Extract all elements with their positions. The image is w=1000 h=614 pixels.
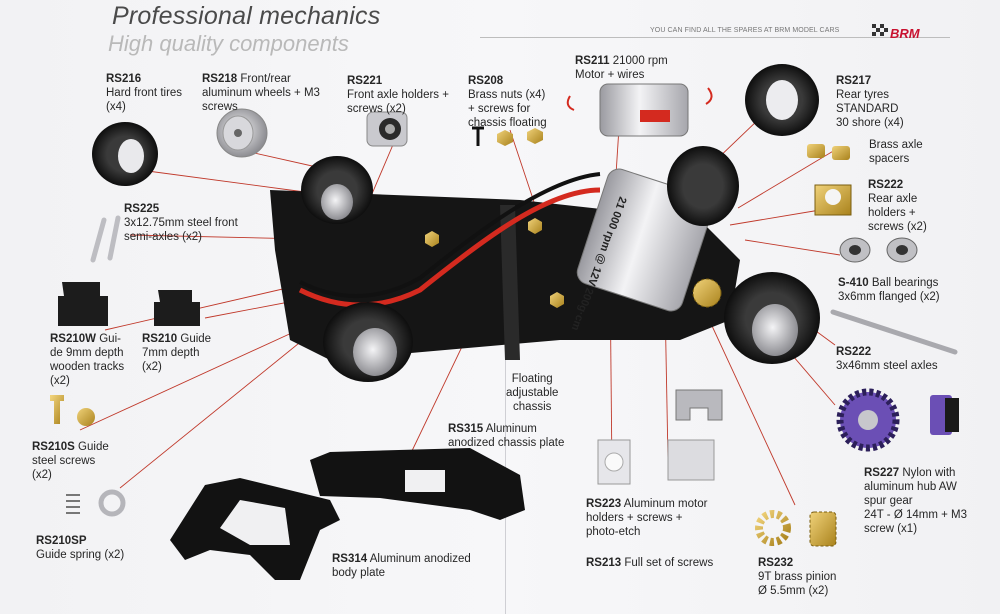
rs223-motor-holder-icon [597,389,723,485]
label-rs227: RS227 Nylon with aluminum hub AW spur ge… [864,467,968,535]
rs211-motor-icon [566,83,713,137]
rs216-front-tire-icon [92,122,158,186]
rs218-aluminum-wheel-icon [216,108,268,158]
page-subtitle: High quality components [108,31,349,56]
label-rs223: RS223 Aluminum motor holders + screws + … [586,498,708,538]
label-floating-chassis: Floating adjustable chassis [506,373,559,413]
label-rs211: RS211 21000 rpm Motor + wires [575,55,668,81]
label-rs210: RS210 Guide 7mm depth (x2) [142,333,212,373]
spares-banner: YOU CAN FIND ALL THE SPARES AT BRM MODEL… [650,27,840,34]
label-rs314: RS314 Aluminum anodized body plate [332,553,471,579]
rs221-axle-holder-icon [366,111,408,147]
page-fold [505,230,506,614]
rs222-axle-holder-icon [814,184,852,216]
main-chassis-assembly: 21 000 rpm @ 12V 200g·cm [270,146,820,382]
brm-logo-text: BRM [890,26,920,41]
label-rs210w: RS210W Gui- de 9mm depth wooden tracks (… [50,333,125,387]
label-rs213: RS213 Full set of screws [586,557,714,569]
rs314-body-plate-icon [170,478,340,580]
rs210sp-guide-spring-icon [66,489,126,517]
rs210s-guide-screw-icon [50,395,95,426]
label-brass-axle-spacers: Brass axle spacers [869,139,923,165]
label-s410: S-410 Ball bearings 3x6mm flanged (x2) [838,277,940,303]
rs232-pinion-icon [755,510,837,547]
rs217-rear-tyre-icon [745,64,819,136]
rs210-guide-icon [154,290,200,326]
brass-axle-spacer-icon [807,144,850,160]
label-rs218: RS218 Front/rear aluminum wheels + M3 sc… [202,73,320,113]
brm-logo-icon [872,24,888,36]
rs222-steel-axle-icon [830,309,958,355]
header-rule [480,37,950,38]
rs227-spur-gear-icon [836,388,959,452]
rs210w-guide-icon [58,282,108,326]
page-title: Professional mechanics [112,2,381,30]
s410-ball-bearing-icon [839,237,918,263]
rs225-semi-axle-icon [90,215,121,263]
label-rs210s: RS210S Guide steel screws (x2) [32,441,109,481]
rs208-brass-nuts-icon [472,126,543,146]
rs315-chassis-plate-icon [310,448,525,520]
label-rs315: RS315 Aluminum anodized chassis plate [448,423,565,449]
